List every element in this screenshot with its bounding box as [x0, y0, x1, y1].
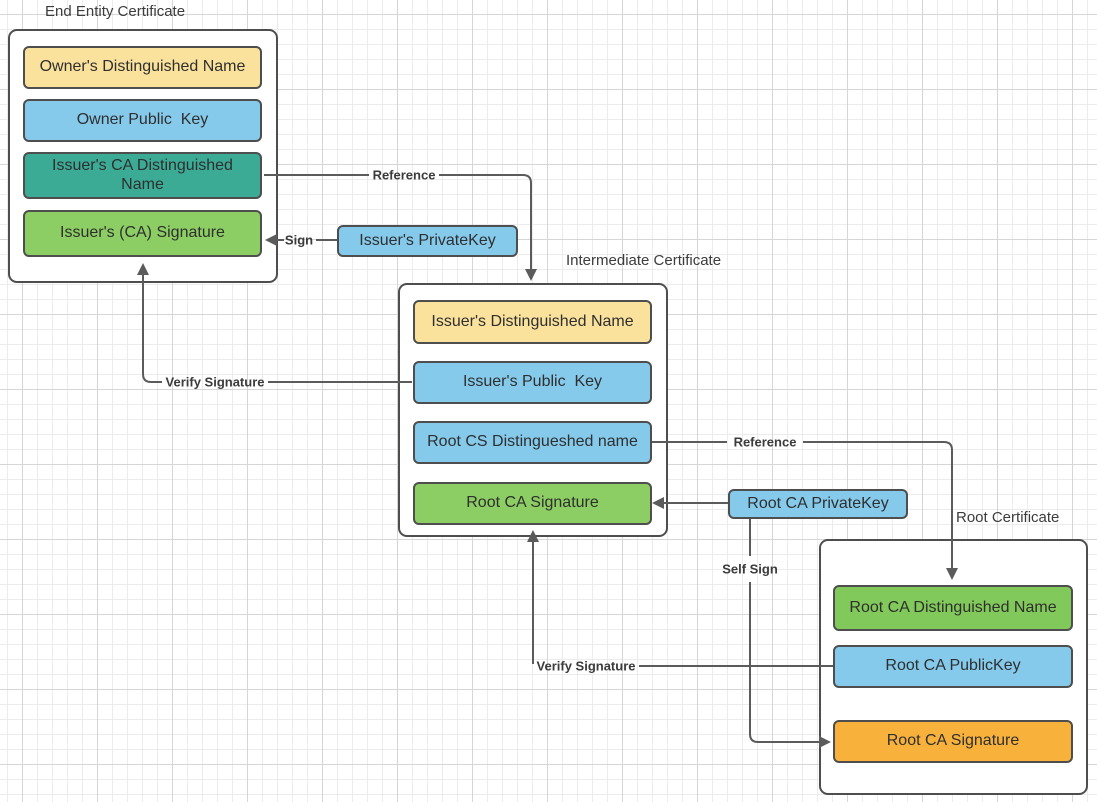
self-sign-label: Self Sign [722, 561, 778, 577]
reference-1-label: Reference [372, 167, 436, 183]
sign-label: Sign [284, 232, 314, 248]
reference-2-label: Reference [733, 434, 797, 450]
intermediate-certificate-title: Intermediate Certificate [566, 252, 722, 269]
issuers-distinguished-name-box[interactable]: Issuer's Distinguished Name [413, 300, 652, 344]
root-ca-signature-green-box[interactable]: Root CA Signature [413, 482, 652, 525]
owners-distinguished-name-box[interactable]: Owner's Distinguished Name [23, 46, 262, 89]
issuers-privatekey-box[interactable]: Issuer's PrivateKey [337, 225, 518, 257]
owner-public-key-box[interactable]: Owner Public Key [23, 99, 262, 142]
root-cs-distingueshed-name-box[interactable]: Root CS Distingueshed name [413, 421, 652, 464]
verify-signature-1-label: Verify Signature [165, 374, 265, 390]
issuers-ca-signature-box[interactable]: Issuer's (CA) Signature [23, 210, 262, 257]
verify-signature-2-label: Verify Signature [536, 658, 636, 674]
arrowhead-down-icon [525, 269, 537, 281]
connector-verify-signature-2[interactable] [527, 530, 833, 667]
root-ca-signature-orange-box[interactable]: Root CA Signature [833, 720, 1073, 763]
root-certificate-title: Root Certificate [956, 509, 1060, 526]
issuers-public-key-box[interactable]: Issuer's Public Key [413, 361, 652, 404]
end-entity-certificate-title: End Entity Certificate [45, 3, 186, 20]
issuers-ca-distinguished-name-box[interactable]: Issuer's CA Distinguished Name [23, 152, 262, 199]
root-ca-privatekey-box[interactable]: Root CA PrivateKey [728, 489, 908, 519]
root-ca-distinguished-name-box[interactable]: Root CA Distinguished Name [833, 585, 1073, 631]
root-ca-publickey-box[interactable]: Root CA PublicKey [833, 645, 1073, 688]
